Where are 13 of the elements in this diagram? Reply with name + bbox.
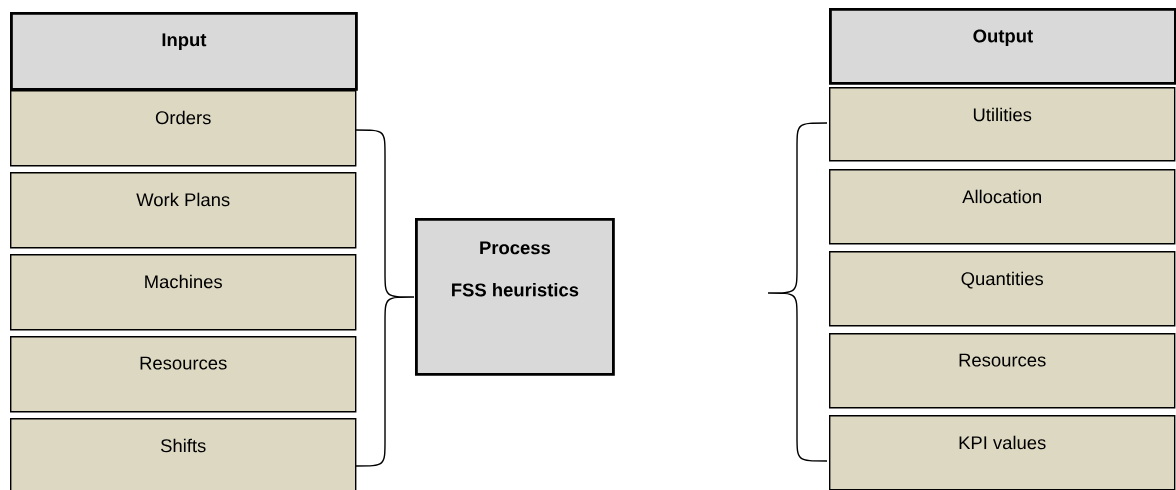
list-box: Machines	[10, 254, 357, 331]
list-box: Resources	[10, 336, 357, 413]
list-box: Utilities	[829, 87, 1176, 162]
header-box: Output	[829, 8, 1176, 85]
list-box: Quantities	[829, 251, 1176, 327]
list-box: Work Plans	[10, 172, 357, 249]
list-box: Orders	[10, 90, 357, 167]
list-box: Resources	[829, 333, 1176, 409]
header-box: Input	[10, 12, 358, 91]
list-box: KPI values	[829, 415, 1176, 490]
process-box: Process FSS heuristics	[415, 218, 615, 376]
list-box: Allocation	[829, 169, 1176, 245]
list-box: Shifts	[10, 418, 357, 490]
